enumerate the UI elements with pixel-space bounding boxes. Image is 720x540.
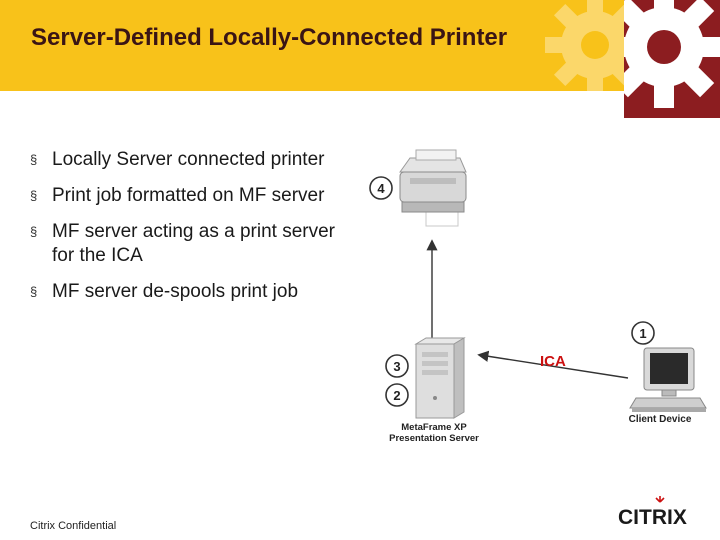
corner-decoration	[624, 0, 720, 118]
bullet-item: § Print job formatted on MF server	[30, 184, 360, 208]
printer-icon	[399, 149, 467, 227]
step-badge-4: 4	[369, 176, 393, 200]
bullet-marker: §	[30, 152, 38, 167]
server-icon	[414, 337, 466, 419]
step-number: 4	[377, 181, 385, 196]
bullet-marker: §	[30, 284, 38, 299]
bullet-text: Locally Server connected printer	[52, 149, 325, 170]
bullet-marker: §	[30, 188, 38, 203]
step-badge-1: 1	[631, 321, 655, 345]
logo-text: CITRIX	[618, 506, 687, 529]
print-flow-diagram: 4 ICA 3 2 MetaFrame XP Presentation Serv…	[369, 149, 707, 444]
client-to-server-arrow	[477, 350, 629, 379]
bullet-list: § Locally Server connected printer § Pri…	[30, 148, 360, 316]
bullet-text: Print job formatted on MF server	[52, 185, 325, 206]
gear-icon	[624, 0, 720, 108]
computer-icon	[629, 347, 707, 412]
ica-label: ICA	[540, 353, 566, 370]
bullet-text: MF server acting as a print server for t…	[52, 221, 335, 266]
step-number: 2	[393, 388, 400, 403]
step-number: 3	[393, 359, 400, 374]
bullet-marker: §	[30, 224, 38, 239]
bullet-item: § MF server de-spools print job	[30, 280, 360, 304]
bullet-item: § MF server acting as a print server for…	[30, 220, 360, 268]
footer-confidential: Citrix Confidential	[30, 520, 117, 532]
step-badge-3: 3	[385, 354, 409, 378]
step-number: 1	[639, 326, 646, 341]
server-label-sub: Presentation Server	[389, 433, 479, 444]
title-banner: Server-Defined Locally-Connected Printer	[0, 0, 624, 91]
step-badge-2: 2	[385, 383, 409, 407]
bullet-item: § Locally Server connected printer	[30, 148, 360, 172]
client-label: Client Device	[629, 414, 692, 425]
bullet-text: MF server de-spools print job	[52, 281, 299, 302]
server-label: MetaFrame XP	[401, 422, 467, 433]
citrix-logo: CITRIX	[618, 496, 687, 529]
gear-icon	[545, 0, 624, 91]
page-title: Server-Defined Locally-Connected Printer	[31, 24, 508, 51]
